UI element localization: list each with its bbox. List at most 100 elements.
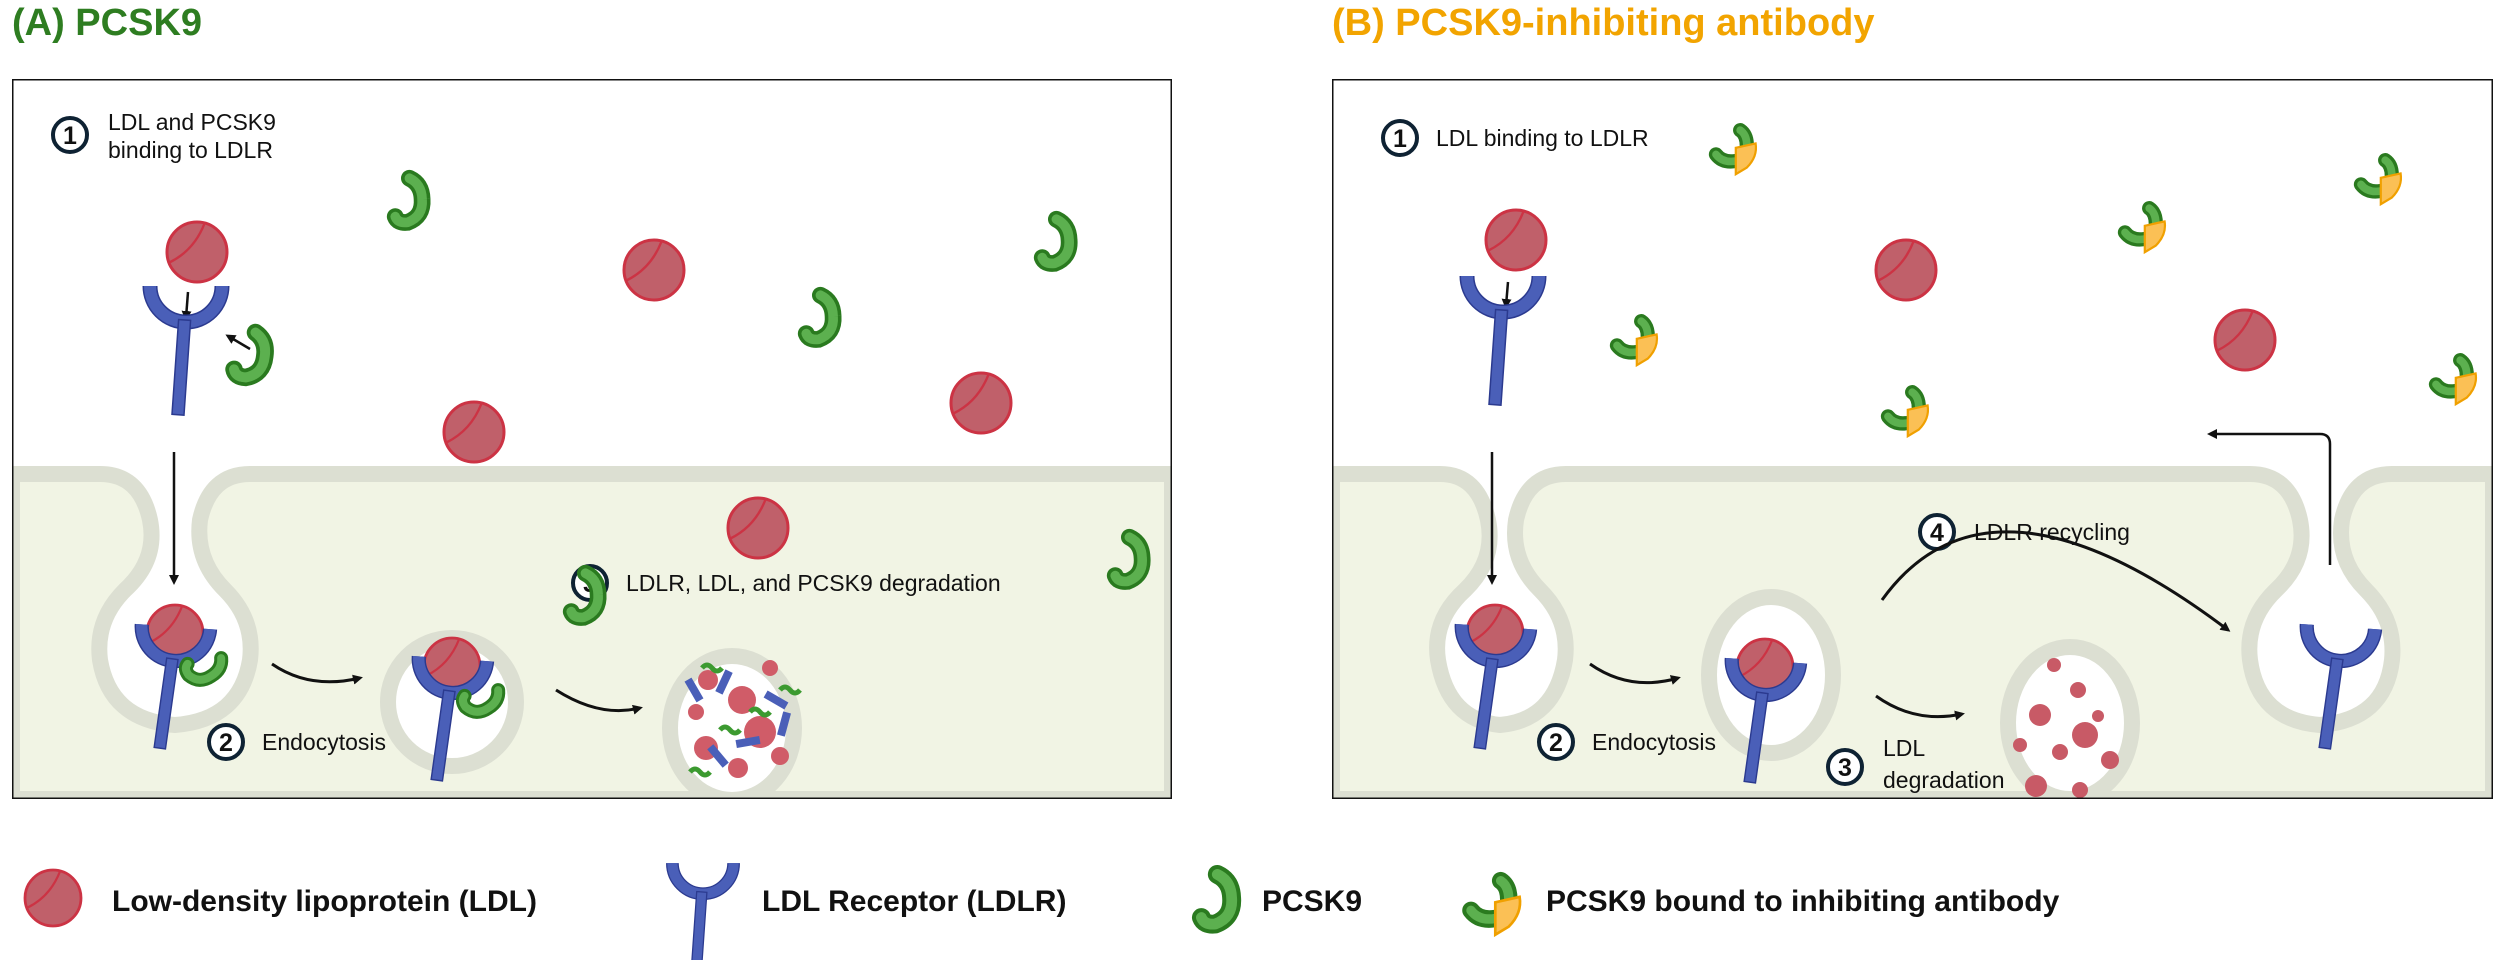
legend-item-pcsk9: PCSK9 — [1191, 864, 1362, 934]
degraded-ldl-fragment — [2029, 704, 2051, 726]
ldlr-icon — [411, 655, 495, 782]
pcsk9-icon — [386, 169, 431, 231]
degraded-ldl-fragment — [2070, 682, 2086, 698]
svg-text:1: 1 — [1393, 125, 1407, 153]
arrow-to-lysosome — [1875, 694, 1965, 721]
degraded-ldl-fragment — [2047, 658, 2061, 672]
lysosome — [2000, 639, 2140, 799]
pcsk9-antibody-icon — [2353, 153, 2403, 207]
pcsk9-icon — [178, 651, 229, 687]
ldl-icon — [1874, 238, 1938, 302]
degraded-ldlr-fragment — [735, 735, 761, 749]
svg-text:binding to LDLR: binding to LDLR — [108, 137, 273, 163]
arrow-to-endosome — [271, 662, 363, 685]
degraded-ldl-fragment — [762, 660, 778, 676]
ldl-icon — [165, 220, 229, 284]
pcsk9-antibody-icon — [1708, 123, 1758, 177]
step-1-label: 1 LDL binding to LDLR — [1381, 119, 1649, 157]
degraded-pcsk9-fragment — [718, 724, 742, 736]
ldl-icon — [442, 400, 506, 464]
svg-text:LDL and PCSK9: LDL and PCSK9 — [108, 109, 276, 135]
svg-text:2: 2 — [219, 729, 233, 757]
pcsk9-icon — [1191, 864, 1242, 934]
degraded-ldl-fragment — [728, 758, 748, 778]
svg-text:LDLR, LDL, and PCSK9 degradati: LDLR, LDL, and PCSK9 degradation — [626, 570, 1001, 596]
degraded-pcsk9-fragment — [778, 684, 802, 696]
degraded-ldl-fragment — [2013, 738, 2027, 752]
cell-membrane — [12, 466, 1172, 799]
svg-text:Endocytosis: Endocytosis — [262, 729, 386, 755]
svg-text:4: 4 — [1930, 519, 1944, 547]
degraded-ldl-fragment — [2072, 782, 2088, 798]
pcsk9-icon — [562, 564, 607, 626]
degraded-ldl-fragment — [2052, 744, 2068, 760]
step-3-label: 3 LDLR, LDL, and PCSK9 degradation — [571, 564, 1001, 602]
pcsk9-antibody-icon — [1880, 385, 1930, 439]
legend-item-pcsk9-antibody: PCSK9 bound to inhibiting antibody — [1462, 871, 2060, 938]
degraded-ldl-fragment — [771, 747, 789, 765]
pcsk9-icon — [455, 683, 506, 719]
svg-text:3: 3 — [1838, 754, 1852, 782]
ldlr-icon — [666, 862, 740, 960]
svg-text:PCSK9: PCSK9 — [1262, 885, 1362, 918]
ldlr-icon — [1724, 657, 1808, 784]
pcsk9-antibody-icon — [2117, 201, 2167, 255]
ldlr-icon — [1459, 275, 1547, 406]
degraded-ldl-fragment — [2072, 722, 2098, 748]
ldl-icon — [1484, 208, 1548, 272]
ldl-icon — [23, 868, 83, 928]
panel-b-title: (B) PCSK9-inhibiting antibody — [1332, 2, 1875, 44]
ldlr-icon — [1454, 623, 1538, 750]
pcsk9-antibody-icon — [2428, 353, 2478, 407]
degraded-ldlr-fragment — [777, 711, 791, 737]
degraded-ldl-fragment — [2025, 775, 2047, 797]
legend: Low-density lipoprotein (LDL) LDL Recept… — [23, 862, 2060, 960]
panel-b: 1 LDL binding to LDLR 2 Endocytosis 3 LD… — [1332, 79, 2493, 799]
degraded-ldlr-fragment — [763, 690, 789, 710]
arrow-ldl-to-receptor — [1501, 281, 1512, 309]
ldl-icon — [726, 496, 790, 560]
svg-text:LDL: LDL — [1883, 735, 1925, 761]
svg-text:LDL binding to LDLR: LDL binding to LDLR — [1436, 125, 1649, 151]
degraded-ldl-fragment — [688, 704, 704, 720]
pcsk9-icon — [225, 323, 274, 387]
ldlr-icon — [142, 285, 230, 416]
degraded-pcsk9-fragment — [748, 706, 772, 718]
lysosome — [662, 648, 802, 799]
pcsk9-icon — [1106, 528, 1151, 590]
arrow-to-endosome — [1589, 662, 1681, 685]
ldl-icon — [949, 371, 1013, 435]
svg-text:LDL Receptor (LDLR): LDL Receptor (LDLR) — [762, 885, 1066, 918]
panel-a: 1 LDL and PCSK9 binding to LDLR 2 Endocy… — [12, 79, 1172, 799]
svg-text:1: 1 — [63, 122, 77, 150]
svg-text:degradation: degradation — [1883, 767, 2005, 793]
pcsk9-icon — [797, 286, 842, 348]
panel-a-title: (A) PCSK9 — [12, 2, 203, 44]
step-2-label: 2 Endocytosis — [1537, 723, 1716, 761]
degraded-pcsk9-fragment — [688, 766, 712, 778]
degraded-ldl-fragment — [2101, 751, 2119, 769]
svg-text:Endocytosis: Endocytosis — [1592, 729, 1716, 755]
step-1-label: 1 LDL and PCSK9 binding to LDLR — [51, 109, 276, 163]
degraded-ldlr-fragment — [715, 669, 733, 695]
step-3-label: 3 LDL degradation — [1826, 735, 2005, 793]
step-2-label: 2 Endocytosis — [207, 723, 386, 761]
arrow-back-to-surface — [2207, 429, 2332, 565]
svg-text:2: 2 — [1549, 729, 1563, 757]
ldl-icon — [622, 238, 686, 302]
pcsk9-antibody-icon — [1462, 871, 1522, 938]
svg-text:PCSK9 bound to inhibiting anti: PCSK9 bound to inhibiting antibody — [1546, 885, 2060, 918]
pcsk9-icon — [1033, 210, 1078, 272]
legend-item-ldl: Low-density lipoprotein (LDL) — [23, 868, 537, 928]
pcsk9-antibody-icon — [1609, 314, 1659, 368]
arrow-to-lysosome — [555, 688, 643, 715]
degraded-ldlr-fragment — [707, 744, 729, 768]
degraded-ldl-fragment — [698, 670, 718, 690]
degraded-ldl-fragment — [2092, 710, 2104, 722]
cell-membrane — [1332, 466, 2493, 799]
degraded-pcsk9-fragment — [700, 662, 724, 674]
ldlr-icon — [134, 623, 218, 750]
arrow-ldl-to-receptor — [181, 291, 192, 321]
ldl-icon — [2213, 308, 2277, 372]
